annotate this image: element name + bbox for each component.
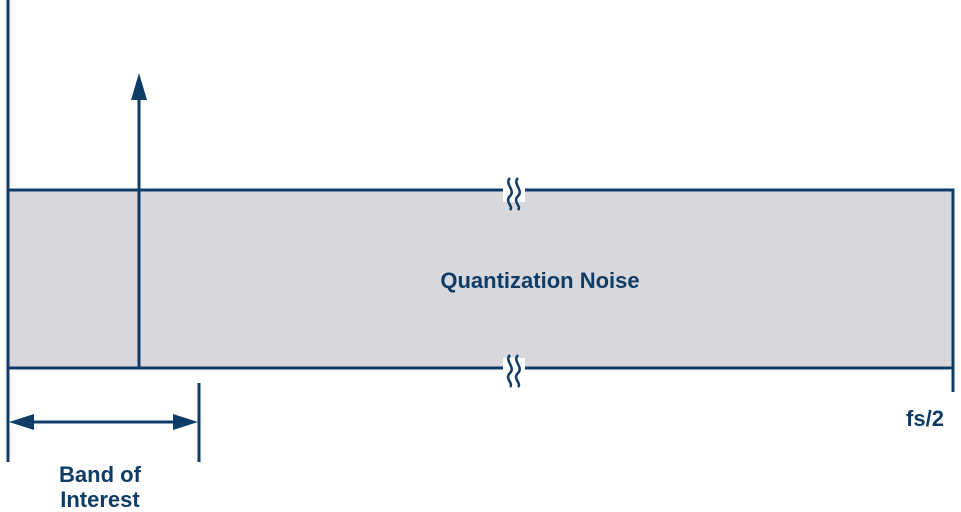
band-label-line2: Interest — [60, 487, 140, 512]
axis-break-top-icon — [503, 177, 525, 211]
band-arrow-left-head-icon — [9, 414, 34, 430]
band-arrow-right-head-icon — [173, 414, 198, 430]
axis-break-bottom-icon — [503, 354, 525, 388]
fs2-label: fs/2 — [906, 406, 944, 431]
signal-arrow-head-icon — [131, 73, 147, 100]
band-of-interest-label: Band of Interest — [20, 462, 180, 512]
quantization-noise-label: Quantization Noise — [440, 268, 640, 293]
quantization-noise-band — [6, 188, 955, 370]
band-label-line1: Band of — [59, 462, 141, 487]
